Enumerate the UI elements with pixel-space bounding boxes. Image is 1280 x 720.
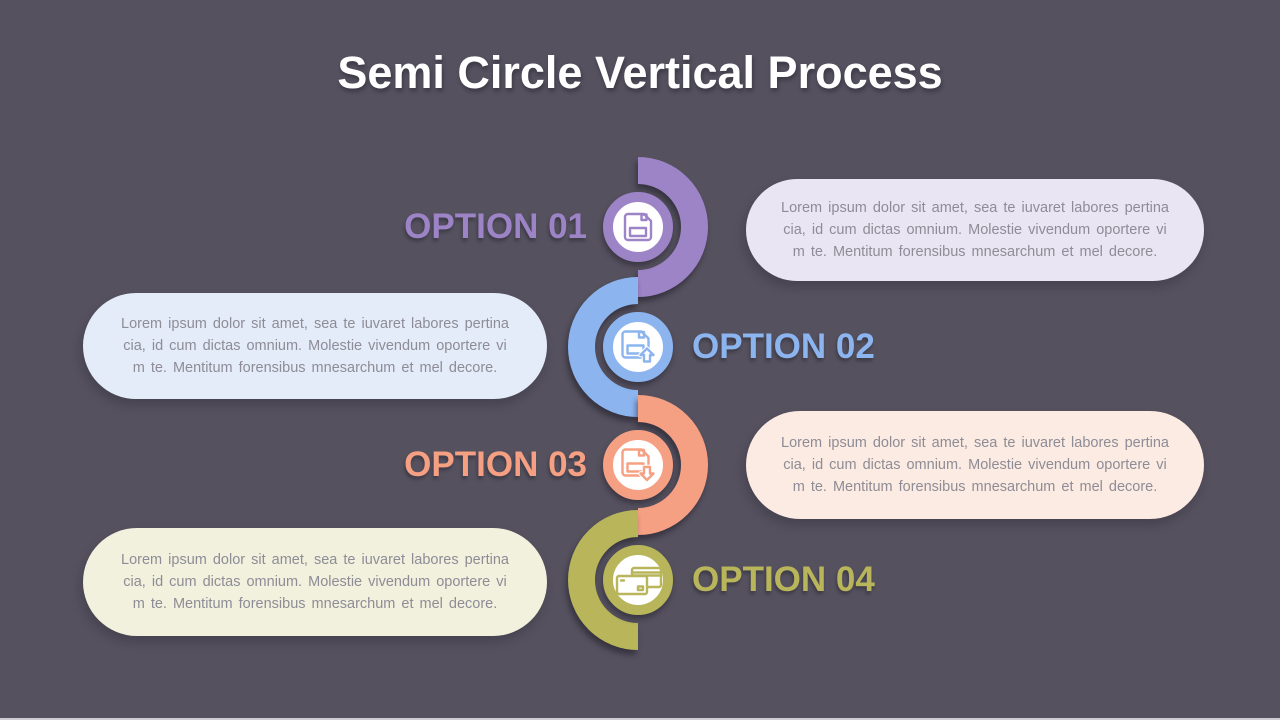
- option-3-graphic: [603, 395, 708, 535]
- floppy-disk-save-icon: [623, 212, 653, 242]
- option-2-description-pill: Lorem ipsum dolor sit amet, sea te iuvar…: [83, 293, 547, 399]
- option-1-graphic: [603, 157, 708, 297]
- option-3-label: OPTION 03: [404, 445, 587, 484]
- option-3-arc: [637, 395, 708, 535]
- slide-bottom-border: [0, 718, 1280, 720]
- option-2-arc: [568, 277, 639, 417]
- option-3-description-pill: Lorem ipsum dolor sit amet, sea te iuvar…: [746, 411, 1204, 519]
- description-text: Lorem ipsum dolor sit amet, sea te iuvar…: [781, 435, 1169, 495]
- option-1-description-pill: Lorem ipsum dolor sit amet, sea te iuvar…: [746, 179, 1204, 281]
- option-1-arc: [637, 157, 708, 297]
- description-text: Lorem ipsum dolor sit amet, sea te iuvar…: [781, 200, 1169, 260]
- option-2-graphic: [568, 277, 673, 417]
- option-4-arc: [568, 510, 639, 650]
- description-text: Lorem ipsum dolor sit amet, sea te iuvar…: [121, 316, 509, 376]
- description-text: Lorem ipsum dolor sit amet, sea te iuvar…: [121, 552, 509, 612]
- option-4-label: OPTION 04: [692, 560, 875, 599]
- credit-cards-icon: [615, 566, 663, 596]
- option-4-graphic: [568, 510, 673, 650]
- option-1-label: OPTION 01: [404, 207, 587, 246]
- floppy-disk-upload-icon: [621, 330, 656, 364]
- option-2-label: OPTION 02: [692, 327, 875, 366]
- option-4-description-pill: Lorem ipsum dolor sit amet, sea te iuvar…: [83, 528, 547, 636]
- slide-title: Semi Circle Vertical Process: [337, 47, 943, 98]
- floppy-disk-download-icon: [621, 448, 656, 483]
- option-2-badge: [603, 312, 673, 382]
- option-3-badge: [603, 430, 673, 500]
